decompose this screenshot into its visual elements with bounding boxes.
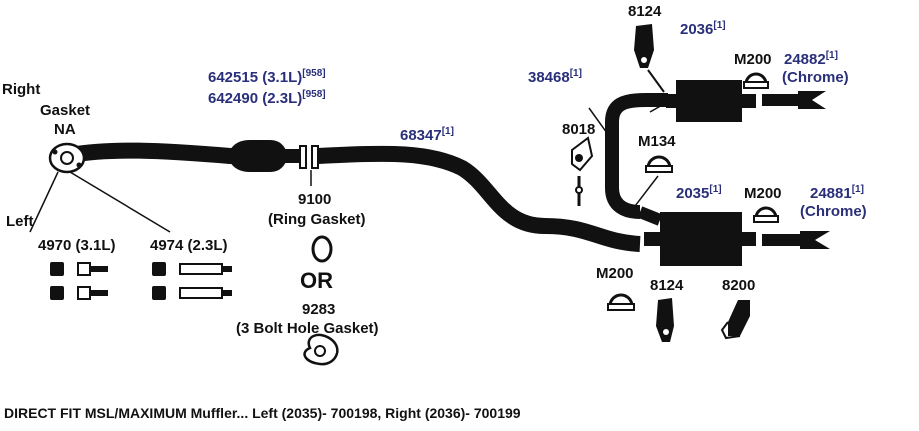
ring-gasket-icon	[311, 235, 333, 263]
ring-gasket-flange	[299, 145, 319, 169]
label-8124-top: 8124	[628, 3, 662, 20]
hanger-8124-top-icon	[634, 24, 665, 93]
label-9100: 9100	[298, 191, 331, 208]
hanger-8124-bottom-icon	[656, 298, 674, 342]
label-chrome-bottom: (Chrome)	[800, 203, 867, 220]
label-left: Left	[6, 213, 34, 230]
clamp-m200-top-icon	[743, 72, 769, 89]
muffler-2035	[637, 206, 830, 266]
label-m134: M134	[638, 133, 676, 150]
footer-caption: DIRECT FIT MSL/MAXIMUM Muffler... Left (…	[4, 405, 521, 421]
bolt-4974-icon	[152, 262, 232, 300]
label-8018: 8018	[562, 121, 595, 138]
label-or: OR	[300, 268, 333, 293]
label-2036: 2036[1]	[680, 20, 726, 38]
label-na: NA	[54, 121, 76, 138]
y-pipe-38468	[605, 93, 668, 219]
label-9283: 9283	[302, 301, 335, 318]
hanger-8018-icon	[571, 136, 594, 206]
label-m200-bottom: M200	[596, 265, 634, 282]
manifold-flange	[48, 142, 86, 174]
label-m200-mid: M200	[744, 185, 782, 202]
clamp-m134-icon	[645, 155, 673, 173]
label-68347: 68347[1]	[400, 126, 454, 144]
label-4970: 4970 (3.1L)	[38, 237, 116, 254]
label-3-bolt-gasket: (3 Bolt Hole Gasket)	[236, 320, 379, 337]
label-chrome-top: (Chrome)	[782, 69, 849, 86]
front-pipe	[62, 142, 641, 252]
label-8200: 8200	[722, 277, 755, 294]
label-m200-top: M200	[734, 51, 772, 68]
muffler-2036	[666, 80, 826, 122]
label-right: Right	[2, 81, 40, 98]
label-24882: 24882[1]	[784, 50, 838, 68]
bolt-4970-icon	[50, 262, 108, 300]
label-8124-bottom: 8124	[650, 277, 684, 294]
clamp-m200-bottom-icon	[607, 293, 635, 311]
label-converter-b: 642490 (2.3L)[958]	[208, 89, 326, 107]
label-4974: 4974 (2.3L)	[150, 237, 228, 254]
clamp-m200-mid-icon	[753, 206, 779, 223]
label-38468: 38468[1]	[528, 68, 582, 86]
label-24881: 24881[1]	[810, 184, 864, 202]
three-bolt-gasket-icon	[303, 333, 339, 366]
catalytic-converter	[230, 140, 288, 172]
hanger-8200-icon	[720, 300, 750, 340]
label-gasket: Gasket	[40, 102, 90, 119]
label-2035: 2035[1]	[676, 184, 722, 202]
label-ring-gasket: (Ring Gasket)	[268, 211, 366, 228]
label-converter-a: 642515 (3.1L)[958]	[208, 68, 326, 86]
